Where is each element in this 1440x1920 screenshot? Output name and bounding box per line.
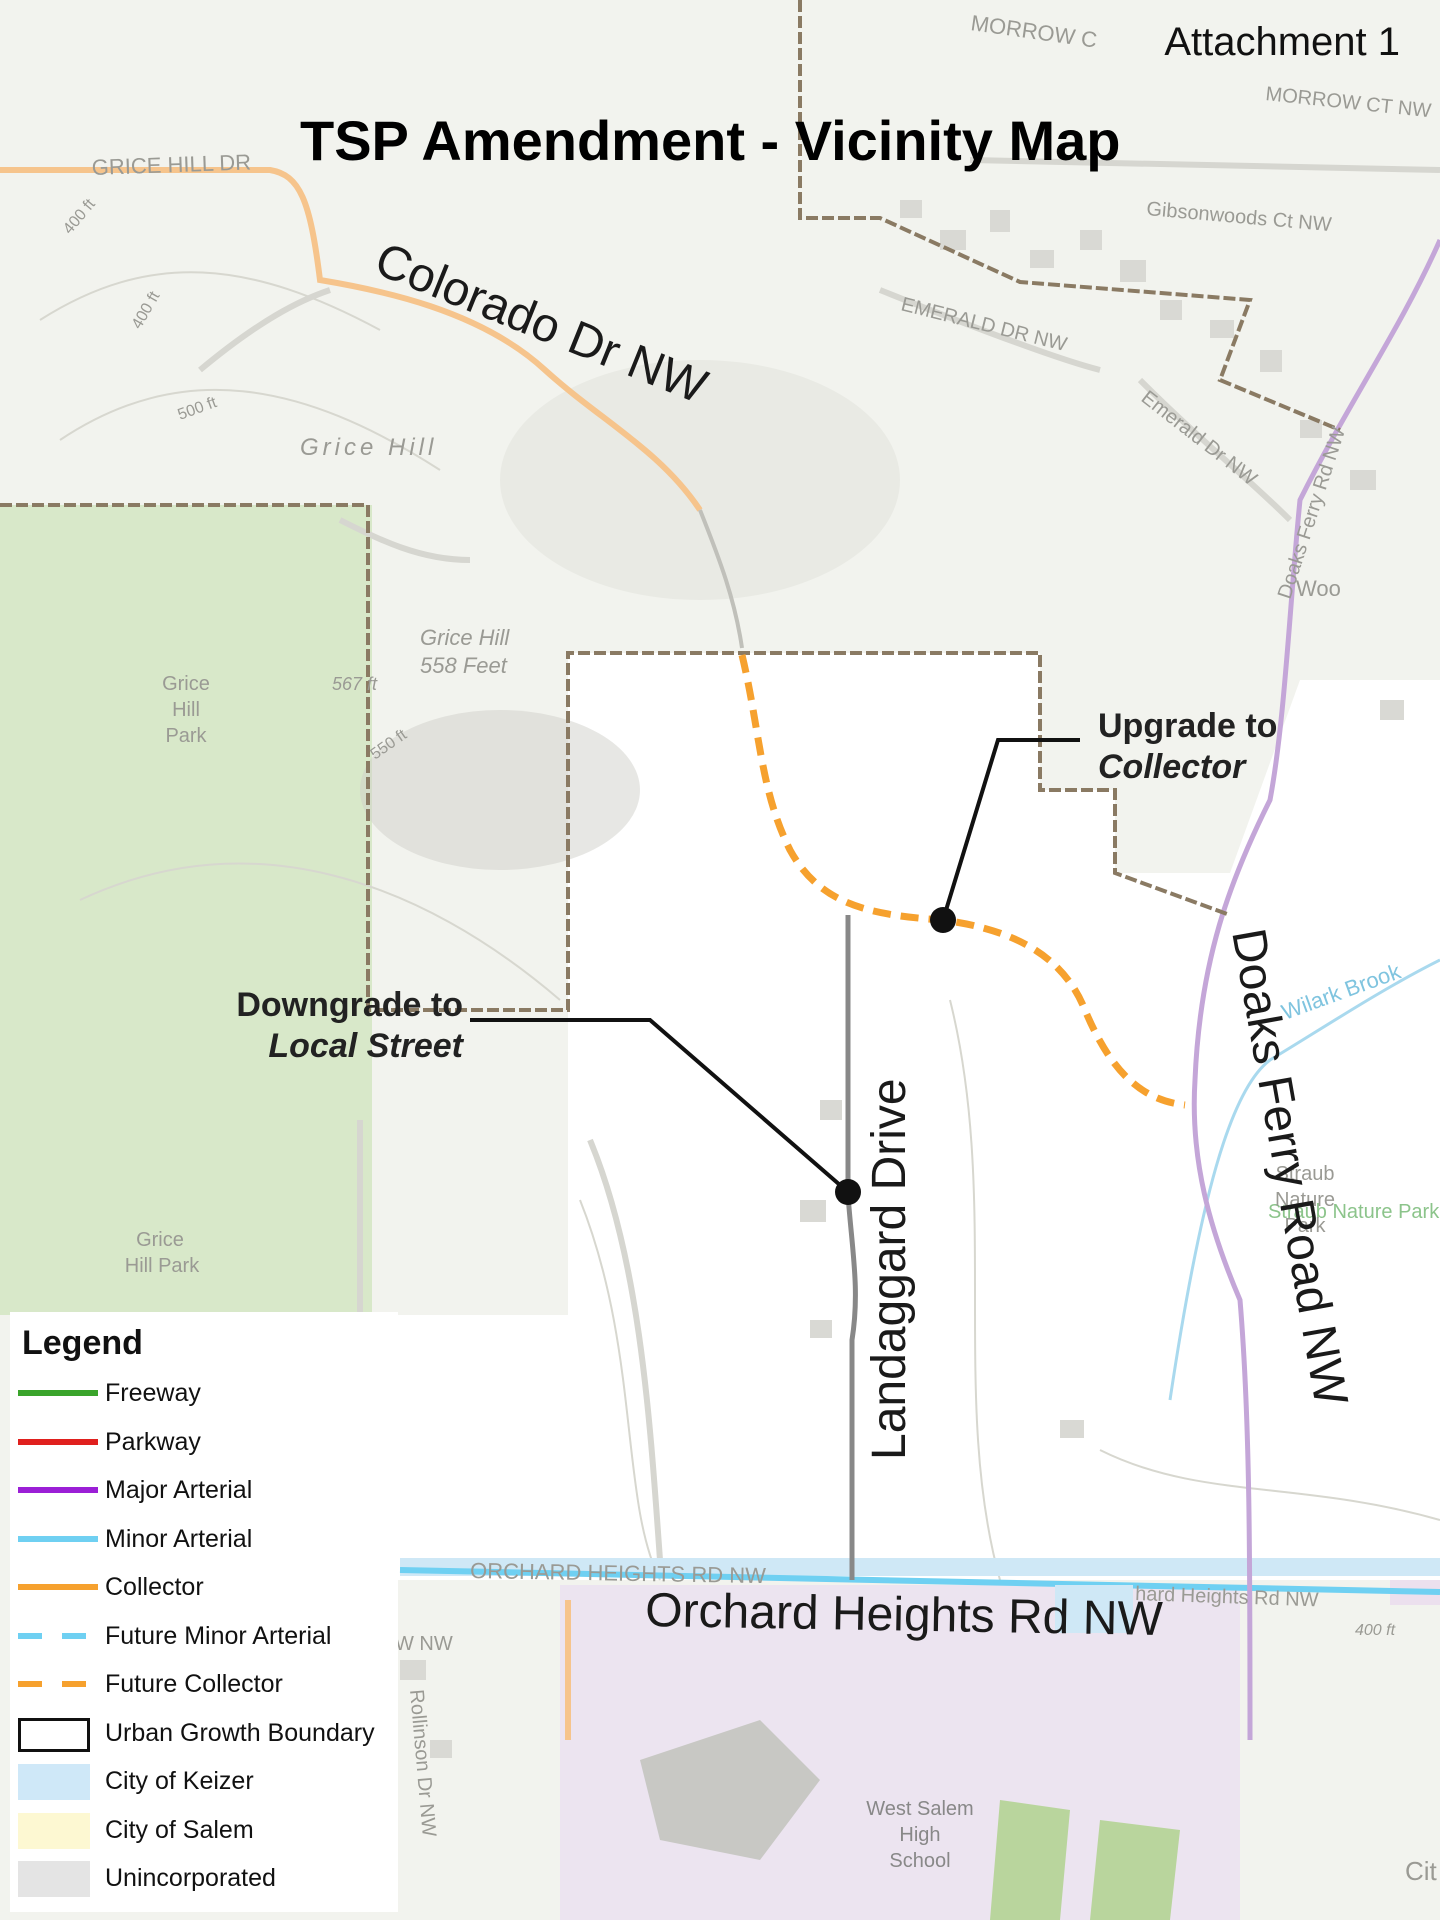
downgrade-callout-line2: Local Street <box>268 1027 463 1065</box>
svg-text:Grice: Grice <box>136 1229 184 1251</box>
legend-label: Minor Arterial <box>105 1524 253 1553</box>
legend-symbol <box>18 1681 98 1687</box>
legend-item: Future Collector <box>10 1665 398 1705</box>
legend-label: Major Arterial <box>105 1476 253 1504</box>
grice-hill-label: Grice Hill <box>300 434 437 461</box>
svg-text:Straub: Straub <box>1276 1163 1335 1185</box>
legend-symbol <box>18 1764 90 1800</box>
orchard-heights-label: Orchard Heights Rd NW <box>645 1584 1164 1646</box>
legend-item: Unincorporated <box>10 1859 398 1899</box>
legend-symbol <box>18 1632 98 1639</box>
svg-text:Hill: Hill <box>172 699 200 721</box>
legend-item: City of Salem <box>10 1811 398 1851</box>
svg-text:Grice: Grice <box>162 673 210 695</box>
svg-text:Park: Park <box>1284 1215 1326 1237</box>
straub-label: Straub Nature Park <box>1275 1163 1335 1237</box>
legend-label: Parkway <box>105 1427 201 1456</box>
downgrade-callout: Downgrade to Local Street <box>218 985 463 1067</box>
upgrade-callout-line1: Upgrade to <box>1098 707 1278 745</box>
legend-label: Collector <box>105 1573 204 1601</box>
urban-growth-boundary <box>0 0 1341 1012</box>
landaggard-drive-line <box>845 915 858 1580</box>
buildings <box>400 200 1404 1860</box>
svg-text:Nature: Nature <box>1275 1189 1335 1211</box>
contour-lines <box>39 271 1440 1581</box>
legend-item: Future Minor Arterial <box>10 1617 398 1657</box>
downgrade-leader-line <box>470 1018 850 1194</box>
grice-hill-park-2: Grice Hill Park <box>125 1229 200 1277</box>
svg-text:Hill Park: Hill Park <box>125 1255 200 1277</box>
www-label: W NW <box>395 1633 453 1655</box>
hill-shade-2 <box>500 360 900 600</box>
contour-567: 567 ft <box>332 674 378 694</box>
legend-item: Freeway <box>10 1374 398 1414</box>
colorado-dr-collector <box>0 167 703 512</box>
attachment-label: Attachment 1 <box>1164 20 1400 64</box>
legend-label: Urban Growth Boundary <box>105 1718 375 1747</box>
grice-hill-connector <box>698 509 744 649</box>
orchard-heights-minor-arterial <box>399 1567 1440 1595</box>
grice-hill-summit-elev: 558 Feet <box>420 653 508 678</box>
upgrade-callout-line2: Collector <box>1098 748 1246 786</box>
svg-text:School: School <box>889 1850 950 1872</box>
upgrade-leader-line <box>941 738 1080 921</box>
legend-symbol <box>18 1390 98 1396</box>
svg-text:High: High <box>899 1824 940 1846</box>
legend-label: Future Minor Arterial <box>105 1621 332 1650</box>
grice-hill-dr-label: GRICE HILL DR <box>91 149 251 180</box>
upgrade-callout: Upgrade to Collector <box>1098 706 1277 788</box>
grice-hill-park-area <box>0 505 372 1315</box>
legend-title: Legend <box>22 1324 143 1362</box>
west-salem-label: West Salem High School <box>866 1798 973 1872</box>
legend-symbol <box>18 1438 98 1445</box>
orchard-heights-band <box>400 1558 1440 1576</box>
svg-text:West Salem: West Salem <box>866 1798 973 1820</box>
page-title: TSP Amendment - Vicinity Map <box>300 109 1121 172</box>
legend-item: City of Keizer <box>10 1762 398 1802</box>
legend-symbol <box>18 1487 98 1493</box>
grice-hill-park-1: Grice Hill Park <box>162 673 210 747</box>
legend-symbol <box>18 1717 90 1752</box>
wilark-brook <box>1168 958 1440 1401</box>
legend-item: Minor Arterial <box>10 1520 398 1560</box>
svg-text:Park: Park <box>165 725 207 747</box>
legend-label: Unincorporated <box>105 1864 276 1892</box>
downgrade-point <box>835 1179 861 1205</box>
woo-label: Woo <box>1296 576 1341 601</box>
legend-item: Parkway <box>10 1423 398 1463</box>
doaks-ferry-major-arterial <box>1191 238 1440 1741</box>
legend-symbol <box>18 1812 90 1849</box>
legend-label: Future Collector <box>105 1670 283 1698</box>
legend-label: City of Keizer <box>105 1767 254 1795</box>
legend-symbol <box>18 1584 98 1590</box>
contour-400c: 400 ft <box>1355 1622 1396 1639</box>
straub-inline-label: Straub Nature Park <box>1268 1201 1440 1223</box>
sports-fields <box>990 1800 1180 1920</box>
legend-item: Major Arterial <box>10 1471 398 1511</box>
landaggard-drive-label: Landaggard Drive <box>863 1078 916 1460</box>
legend-label: Freeway <box>105 1379 201 1407</box>
legend-symbol <box>18 1535 98 1542</box>
city-label: Cit <box>1405 1856 1438 1886</box>
orchard-label-highlight <box>1055 1585 1133 1633</box>
legend-item: Urban Growth Boundary <box>10 1714 398 1754</box>
legend-symbol <box>18 1861 90 1897</box>
orchard-basemap-label: ORCHARD HEIGHTS RD NW <box>470 1558 766 1588</box>
legend-label: City of Salem <box>105 1815 254 1844</box>
grice-hill-summit-name: Grice Hill <box>420 625 510 650</box>
downgrade-callout-line1: Downgrade to <box>236 986 463 1024</box>
upgrade-point <box>930 907 956 933</box>
legend-item: Collector <box>10 1568 398 1608</box>
